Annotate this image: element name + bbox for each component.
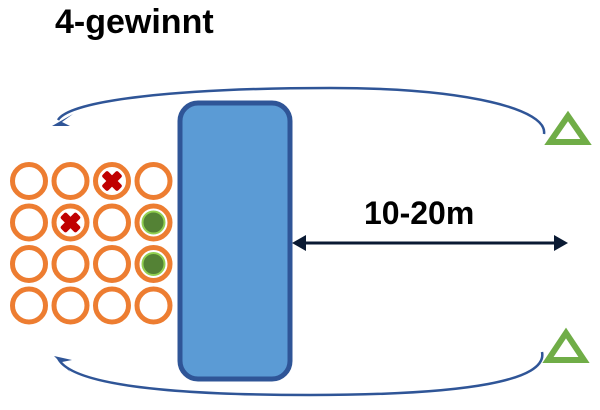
distance-label: 10-20m [364,195,475,231]
top-return-arc [56,86,546,135]
cross-icon [102,171,122,191]
distance-arrowhead-left [292,235,306,251]
triangle-cone-icon [542,327,590,363]
diagram-title: 4-gewinnt [55,3,214,41]
green-disc-icon [141,210,166,235]
board-ring [10,286,48,325]
board-ring [10,203,48,242]
triangle-cone-icon [544,110,592,145]
board-ring [93,203,131,242]
distance-arrowhead-right [554,235,568,251]
green-disc-icon [141,252,166,276]
bottom-arc-arrowhead [54,356,72,372]
board-ring [10,162,48,200]
cross-icon [60,212,81,233]
board-ring [93,245,131,283]
board-ring [134,286,173,325]
board-ring [93,286,131,325]
board-ring [10,245,48,283]
board-ring [134,162,173,200]
board-ring [51,286,90,325]
board-ring [51,245,90,283]
wall-block [177,100,293,382]
board-ring [51,162,90,200]
game-board [10,162,173,325]
bottom-return-arc [56,351,544,397]
top-arc-arrowhead [52,114,73,126]
